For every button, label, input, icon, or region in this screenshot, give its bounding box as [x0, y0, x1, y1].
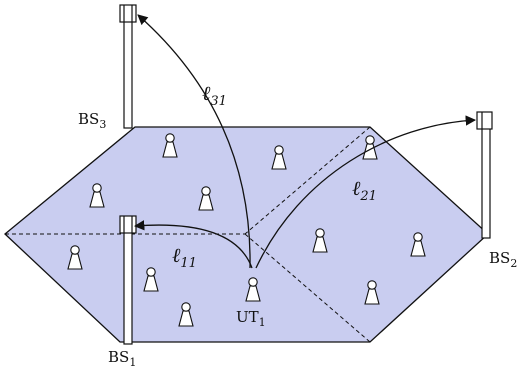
label-bs2: BS2: [489, 249, 517, 270]
label-l31: ℓ31: [202, 81, 227, 109]
base-station-bs2: [476, 111, 493, 239]
base-station-bs3: [119, 4, 137, 129]
user-terminal-icon: [271, 145, 287, 170]
user-terminal-icon: [198, 186, 214, 211]
bs2-mast: [481, 113, 491, 239]
user-terminals: [67, 133, 426, 327]
user-terminal-icon: [178, 302, 194, 327]
label-bs3: BS3: [78, 110, 106, 131]
bs3-antenna-icon: [119, 4, 137, 23]
bs1-mast: [123, 217, 133, 345]
user-terminal-icon: [312, 228, 328, 253]
user-terminal-icon: [364, 280, 380, 305]
user-terminal-icon: [143, 267, 159, 292]
user-terminal-icon: [89, 183, 105, 208]
bs2-antenna-icon: [476, 111, 493, 130]
links: [133, 14, 477, 269]
bs3-mast: [123, 5, 133, 129]
link-l31: [137, 14, 251, 269]
link-l21: [255, 115, 477, 269]
user-terminal-icon: [162, 133, 178, 158]
user-terminal-ut1-icon: [245, 277, 261, 302]
user-terminal-icon: [410, 232, 426, 257]
user-terminal-icon: [67, 245, 83, 270]
label-ut1: UT1: [236, 308, 266, 329]
bs1-antenna-icon: [119, 215, 137, 234]
label-l11: ℓ11: [172, 243, 197, 271]
link-l11: [133, 220, 253, 269]
label-l21: ℓ21: [352, 176, 377, 204]
label-bs1: BS1: [108, 348, 136, 369]
